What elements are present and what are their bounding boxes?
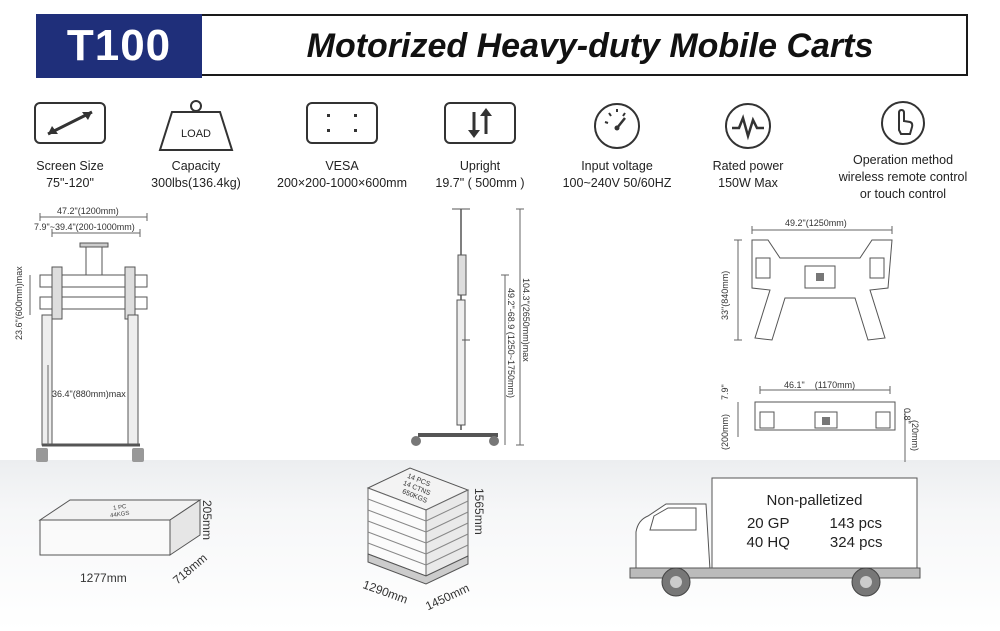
- side-total-height-dim: 104.3"(2650mm)max: [521, 278, 531, 362]
- base-height-dim: 7.9": [720, 384, 730, 400]
- spec-capacity: LOAD Capacity 300lbs(136.4kg): [126, 100, 266, 192]
- shipping-qty: 143 pcs: [829, 515, 883, 532]
- page-title: Motorized Heavy-duty Mobile Carts: [306, 27, 874, 65]
- truck-drawing: [626, 470, 926, 605]
- spec-input-voltage: Input voltage 100~240V 50/60HZ: [547, 100, 687, 192]
- shipping-container: 40 HQ: [746, 534, 790, 551]
- base-width-inch: 46.1": [784, 380, 805, 390]
- carton-label-1: 1 PC: [113, 504, 128, 512]
- carton-length-dim: 1277mm: [80, 571, 127, 585]
- model-badge: T100: [36, 14, 202, 78]
- spec-value-2: or touch control: [859, 187, 947, 201]
- base-width-dim: 46.1" (1170mm): [784, 380, 855, 390]
- spec-label: Capacity: [171, 159, 221, 173]
- side-center-height-dim: 49.2"-68.9 (1250~1750mm): [506, 288, 516, 399]
- spec-value: 300lbs(136.4kg): [151, 176, 241, 190]
- front-view-drawing: [0, 205, 170, 462]
- spec-value: 150W Max: [718, 176, 778, 190]
- base-height-mm-dim: (200mm): [720, 413, 730, 450]
- spec-screen-size: Screen Size 75"-120": [0, 100, 140, 192]
- base-clearance-mm-dim: (20mm): [910, 420, 920, 451]
- spec-vesa: VESA 200×200-1000×600mm: [272, 100, 412, 192]
- shipping-qty: 324 pcs: [829, 534, 883, 551]
- base-width-mm: (1170mm): [814, 380, 856, 390]
- load-icon-text: LOAD: [181, 128, 211, 140]
- carton-label-2: 44KGS: [110, 511, 130, 520]
- spec-operation-method: Operation method wireless remote control…: [818, 100, 988, 203]
- load-weight-icon: LOAD: [156, 100, 236, 152]
- spec-rated-power: Rated power 150W Max: [678, 100, 818, 192]
- spec-label: Operation method: [852, 153, 954, 167]
- top-view-drawing: [720, 218, 920, 348]
- spec-value: wireless remote control: [838, 170, 968, 184]
- spec-label: Rated power: [712, 159, 784, 173]
- spec-value: 19.7" ( 500mm ): [435, 176, 525, 190]
- spec-value: 100~240V 50/60HZ: [562, 176, 672, 190]
- carton-height-dim: 205mm: [200, 500, 214, 541]
- vesa-pattern-icon: [306, 100, 378, 146]
- pallet-height-dim: 1565mm: [472, 488, 486, 535]
- base-view-drawing: [720, 382, 920, 462]
- top-depth-dim: 33"(840mm): [720, 270, 730, 320]
- single-carton-drawing: 1 PC 44KGS: [30, 490, 210, 570]
- touch-hand-icon: [880, 100, 926, 146]
- gauge-icon: [591, 100, 643, 150]
- front-vesa-width-dim: 7.9"~39.4"(200-1000mm): [34, 222, 135, 232]
- front-width-dim: 47.2"(1200mm): [57, 206, 119, 216]
- diagonal-arrow-icon: [34, 100, 106, 146]
- power-wave-icon: [722, 100, 774, 150]
- top-width-dim: 49.2"(1250mm): [785, 218, 847, 228]
- shipping-title: Non-palletized: [766, 492, 863, 509]
- front-vesa-height-dim: 23.6"(600mm)max: [14, 266, 24, 340]
- spec-label: Upright: [459, 159, 501, 173]
- front-lift-dim: 36.4"(880mm)max: [52, 389, 126, 399]
- shipping-panel: Non-palletized 20 GP 143 pcs 40 HQ 324 p…: [712, 478, 917, 551]
- side-view-drawing: [411, 205, 540, 446]
- model-number: T100: [66, 21, 172, 70]
- spec-value: 75"-120": [46, 176, 94, 190]
- up-down-arrows-icon: [444, 100, 516, 146]
- shipping-container: 20 GP: [746, 515, 790, 532]
- spec-upright: Upright 19.7" ( 500mm ): [410, 100, 550, 192]
- spec-label: VESA: [325, 159, 359, 173]
- pallet-drawing: 14 PCS 14 CTNS 650KGS: [360, 460, 480, 595]
- spec-label: Input voltage: [581, 159, 653, 173]
- spec-value: 200×200-1000×600mm: [277, 176, 407, 190]
- spec-label: Screen Size: [36, 159, 104, 173]
- shipping-row: 40 HQ 324 pcs: [712, 534, 917, 551]
- shipping-row: 20 GP 143 pcs: [712, 515, 917, 532]
